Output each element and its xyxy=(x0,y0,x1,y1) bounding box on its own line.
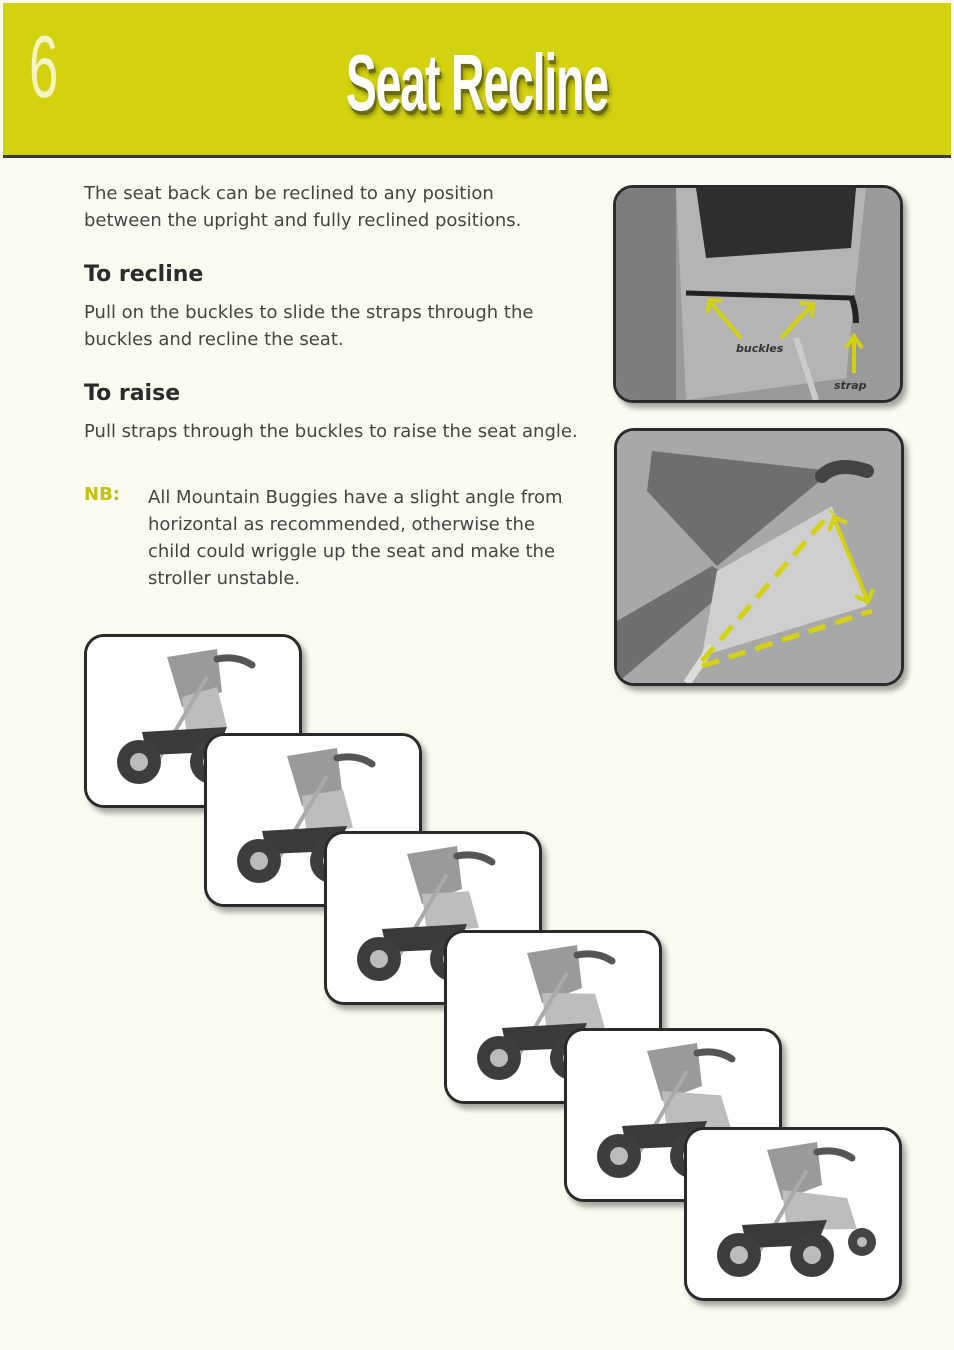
stroller-illustration xyxy=(687,1130,899,1298)
recline-angle-illustration xyxy=(617,431,901,683)
page-header: 6 Seat Recline xyxy=(3,3,951,158)
recline-sequence-photo-2 xyxy=(204,733,422,907)
recline-angle-photo xyxy=(614,428,904,686)
buckles-photo-illustration xyxy=(616,188,900,400)
raise-heading: To raise xyxy=(84,381,181,406)
page-title-text: Seat Recline xyxy=(345,38,609,127)
buckles-photo: buckles strap xyxy=(613,185,903,403)
page-title: Seat Recline xyxy=(3,43,951,123)
recline-sequence-photo-6 xyxy=(684,1127,902,1301)
strap-label: strap xyxy=(834,379,867,392)
note-label: NB: xyxy=(84,484,120,505)
page-number: 6 xyxy=(29,17,59,116)
recline-text: Pull on the buckles to slide the straps … xyxy=(84,302,534,350)
buckles-label: buckles xyxy=(736,342,784,355)
raise-text: Pull straps through the buckles to raise… xyxy=(84,421,578,442)
recline-heading: To recline xyxy=(84,262,204,287)
note-text: All Mountain Buggies have a slight angle… xyxy=(148,487,563,589)
intro-text: The seat back can be reclined to any pos… xyxy=(84,183,522,231)
